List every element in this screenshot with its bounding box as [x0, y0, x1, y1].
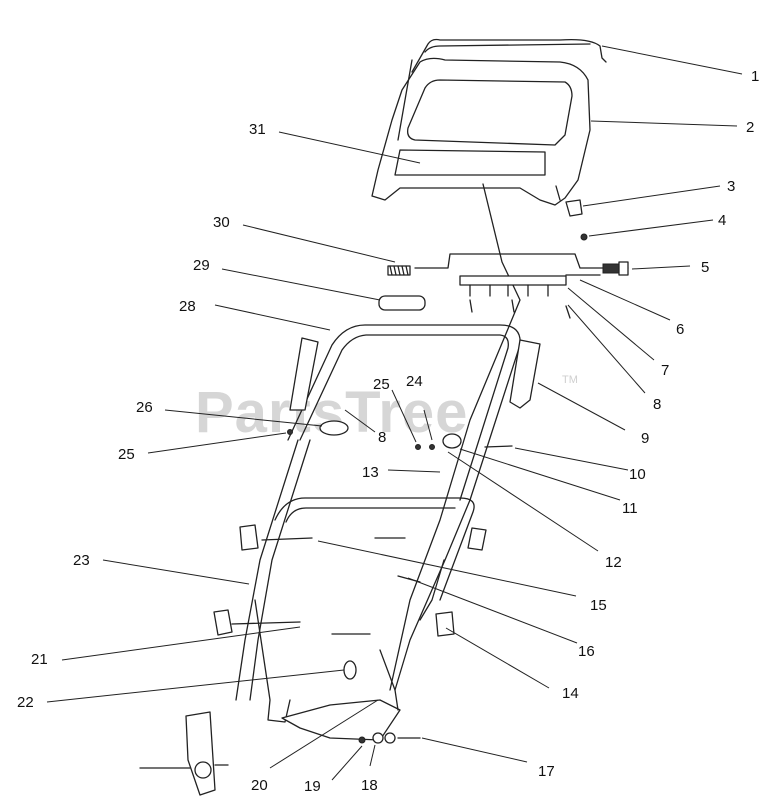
- part-8-screw-b: [511, 299, 515, 313]
- callout-labels: 1 2 3 4 5 6 7 8 8 9 10 11 12 13 14 15 16…: [17, 68, 759, 795]
- callout-16: 16: [578, 643, 595, 660]
- part-8-screw-a: [469, 299, 473, 313]
- watermark-tm: TM: [562, 374, 578, 386]
- part-25-nut-b: [287, 429, 293, 435]
- part-4-nut: [580, 233, 588, 241]
- part-9-grip-left: [289, 337, 319, 411]
- part-16-knob-left-upper: [239, 524, 259, 551]
- part-9-grip-right: [509, 339, 541, 409]
- callout-20: 20: [251, 777, 268, 794]
- part-8-screw-c: [565, 305, 571, 319]
- callout-19: 19: [304, 778, 321, 795]
- callout-21: 21: [31, 651, 48, 668]
- part-21-knob-left-lower: [213, 609, 233, 636]
- callout-23: 23: [73, 552, 90, 569]
- callout-28: 28: [179, 298, 196, 315]
- part-30-spring: [387, 265, 411, 276]
- callout-17: 17: [538, 763, 555, 780]
- part-22-clip: [343, 660, 357, 680]
- callout-25-left: 25: [118, 446, 135, 463]
- part-29-grip: [378, 295, 426, 311]
- leader-lines: [46, 45, 743, 781]
- part-24-washer: [429, 444, 435, 450]
- callout-8-right: 8: [653, 396, 661, 413]
- callout-18: 18: [361, 777, 378, 794]
- part-26-cable-loop: [319, 420, 349, 436]
- callout-12: 12: [605, 554, 622, 571]
- part-3-bracket: [565, 199, 583, 217]
- part-19-washer: [358, 736, 366, 744]
- part-10-bolt: [484, 445, 513, 448]
- part-5-control-assembly: [414, 253, 629, 297]
- callout-24: 24: [406, 373, 423, 390]
- callout-25-top: 25: [373, 376, 390, 393]
- callout-14: 14: [562, 685, 579, 702]
- lower-bracket: [139, 649, 401, 796]
- part-18-spacer-b: [384, 732, 396, 744]
- callout-1: 1: [751, 68, 759, 85]
- part-18-spacer-a: [372, 732, 384, 744]
- callout-29: 29: [193, 257, 210, 274]
- control-cable: [389, 183, 521, 691]
- part-14-knob-right-lower: [435, 611, 455, 637]
- part-1-bail-inner: [424, 43, 591, 53]
- callout-30: 30: [213, 214, 230, 231]
- part-1-bail: [411, 38, 607, 73]
- callout-5: 5: [701, 259, 709, 276]
- callout-11: 11: [622, 500, 638, 517]
- callout-15: 15: [590, 597, 607, 614]
- callout-13: 13: [362, 464, 379, 481]
- part-15-bolt: [261, 537, 313, 541]
- callout-9: 9: [641, 430, 649, 447]
- callout-2: 2: [746, 119, 754, 136]
- part-21-bolt: [231, 621, 301, 625]
- callout-10: 10: [629, 466, 646, 483]
- callout-6: 6: [676, 321, 684, 338]
- part-2-shroud: [371, 57, 591, 206]
- callout-3: 3: [727, 178, 735, 195]
- callout-22: 22: [17, 694, 34, 711]
- part-25-nut-a: [415, 444, 421, 450]
- part-16-knob-right-upper: [467, 527, 487, 551]
- part-23-lower-handle: [235, 439, 475, 723]
- callout-4: 4: [718, 212, 726, 229]
- callout-7: 7: [661, 362, 669, 379]
- callout-31: 31: [249, 121, 266, 138]
- callout-26: 26: [136, 399, 153, 416]
- callout-8-left: 8: [378, 429, 386, 446]
- part-11-clamp: [442, 433, 462, 449]
